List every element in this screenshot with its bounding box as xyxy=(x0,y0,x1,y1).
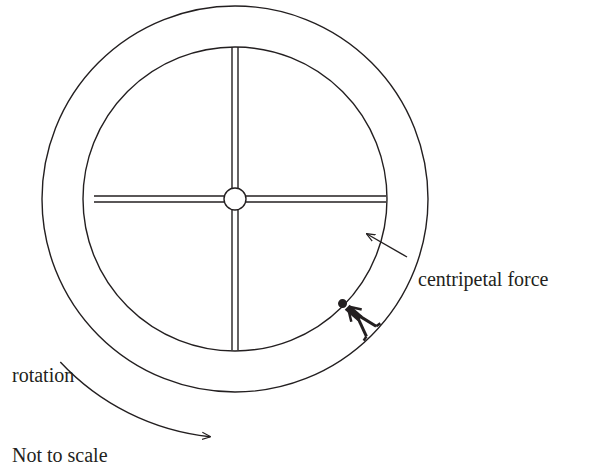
rotation-arrow xyxy=(60,362,210,437)
force-arrow xyxy=(367,234,407,257)
hub xyxy=(224,188,246,210)
spokes xyxy=(94,47,386,350)
callout-label: centripetal force xyxy=(418,268,548,291)
person-figure xyxy=(331,292,380,341)
scale-note: Not to scale xyxy=(12,444,108,467)
inner-rim xyxy=(83,47,387,351)
callout-label: rotation xyxy=(12,364,74,387)
outer-rim xyxy=(42,6,428,392)
